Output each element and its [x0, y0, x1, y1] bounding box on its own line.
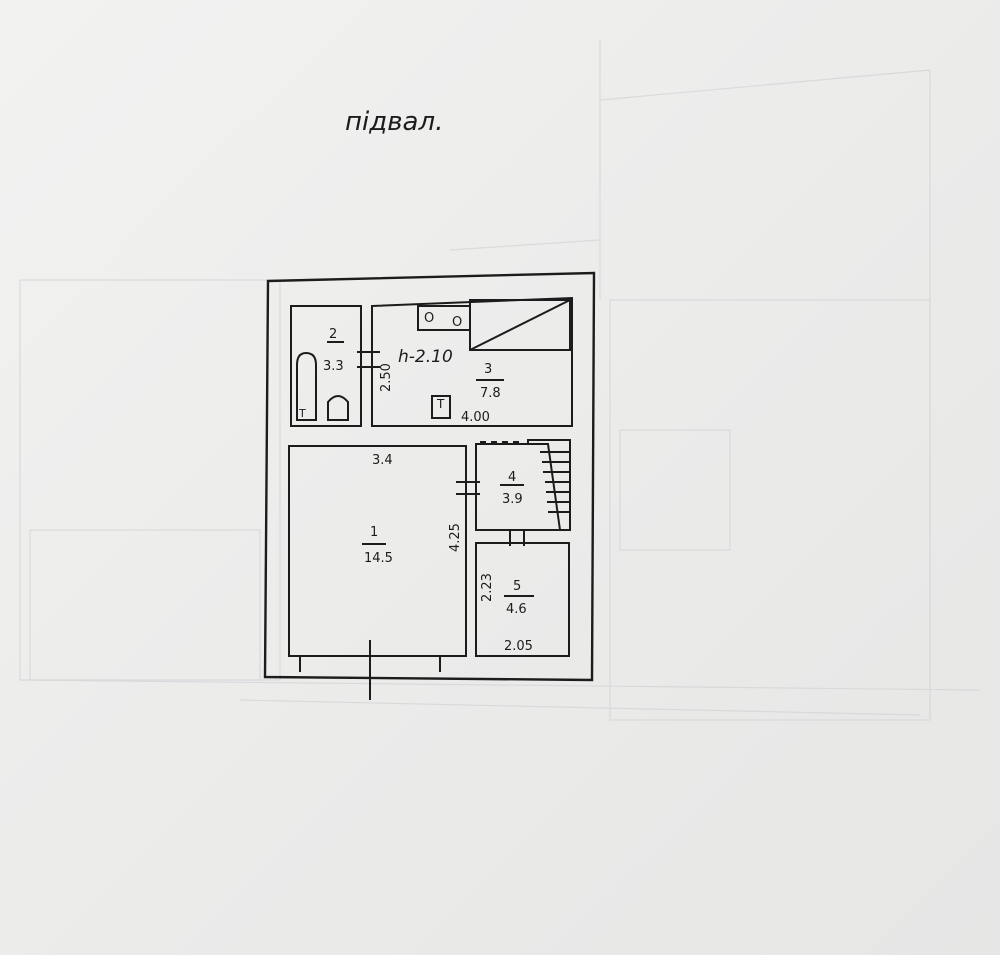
- stairs-icon: [528, 443, 570, 531]
- room1-width-dim: 3.4: [372, 453, 393, 468]
- room-4-number: 4: [508, 470, 516, 485]
- room-2-area: 3.3: [323, 359, 344, 374]
- room-5-number: 5: [513, 579, 521, 594]
- room-4-area: 3.9: [502, 492, 523, 507]
- room1-length-dim: 4.25: [448, 523, 463, 552]
- room-1: [288, 445, 480, 700]
- toilet-icon: [327, 395, 349, 421]
- ceiling-height-note: h-2.10: [398, 347, 453, 367]
- room-1-area: 14.5: [364, 551, 393, 566]
- room-3-area: 7.8: [480, 386, 501, 401]
- room3-width-dim: 4.00: [461, 410, 490, 425]
- room-5-area: 4.6: [506, 602, 527, 617]
- stove-icon: [417, 305, 471, 331]
- room-1-number: 1: [370, 525, 378, 540]
- room-2-number: 2: [329, 327, 337, 342]
- plan-title: підвал.: [345, 107, 443, 137]
- room-4: [475, 439, 571, 546]
- outer-wall: [263, 271, 596, 682]
- room-2: [290, 305, 380, 427]
- room5-width-dim: 2.05: [504, 639, 533, 654]
- stove-burner-2: O: [452, 315, 462, 330]
- boiler-icon: [431, 395, 451, 419]
- room-3: [371, 296, 573, 443]
- boiler-room2-label: T: [298, 407, 306, 420]
- room-3-number: 3: [484, 362, 492, 377]
- boiler-label: T: [436, 397, 445, 411]
- room5-length-dim: 2.23: [480, 573, 495, 602]
- stove-burner-1: O: [424, 311, 434, 326]
- room-5: [475, 542, 570, 657]
- bathtub-icon: [296, 351, 317, 421]
- room2-length-dim: 2.50: [379, 363, 394, 392]
- background-faint-lines: [19, 40, 981, 721]
